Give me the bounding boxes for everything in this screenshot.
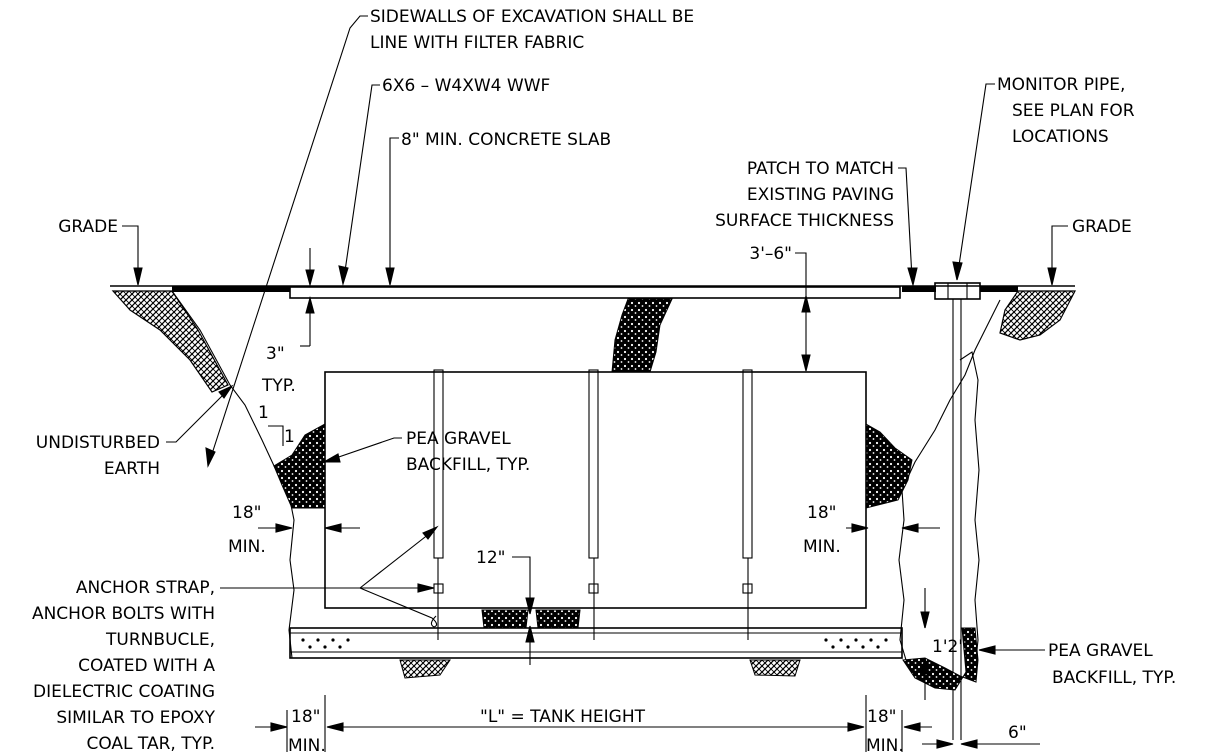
grade-line [110, 285, 1075, 292]
patch-label-1: PATCH TO MATCH [747, 159, 894, 179]
grade-left-label: GRADE [58, 217, 118, 237]
earth-hatch-bottom-right [749, 659, 801, 677]
bottom-left-dim: 18" [291, 707, 320, 727]
pea-gravel-label-2: BACKFILL, TYP. [406, 455, 530, 475]
wwf-label: 6X6 – W4XW4 WWF [382, 76, 550, 96]
twelve-inch-label: 12" [476, 548, 505, 568]
gravel-under-tank-2 [535, 609, 581, 629]
one-two-label: 1'2" [932, 637, 966, 657]
gravel-top [611, 298, 673, 373]
bottom-right-dim: 18" [867, 707, 896, 727]
earth-hatch-left [111, 290, 229, 393]
patch-label-3: SURFACE THICKNESS [715, 211, 894, 231]
gravel-left [273, 423, 326, 509]
bottom-right-min: MIN. [866, 736, 904, 756]
left-clearance-min: MIN. [228, 537, 266, 557]
left-clearance-dim: 18" [232, 503, 261, 523]
right-clearance-dim: 18" [807, 503, 836, 523]
anchor-slab [289, 627, 903, 659]
anchor-straps [433, 369, 753, 640]
monitor-label-3: LOCATIONS [1012, 127, 1109, 147]
slope-rise-label: 1 [284, 427, 295, 447]
anchor-label-4: COATED WITH A [78, 656, 215, 676]
six-inch-label: 6" [1008, 723, 1027, 743]
tank-height-label: "L" = TANK HEIGHT [480, 707, 646, 727]
anchor-label-6: SIMILAR TO EPOXY [56, 708, 215, 728]
slope-run-label: 1 [258, 403, 269, 423]
anchor-label-2: ANCHOR BOLTS WITH [32, 604, 215, 624]
sidewalls-label-1: SIDEWALLS OF EXCAVATION SHALL BE [370, 7, 694, 27]
labels: SIDEWALLS OF EXCAVATION SHALL BE LINE WI… [32, 7, 1176, 756]
earth-hatch-right [999, 290, 1076, 341]
monitor-pipe [934, 282, 981, 740]
bottom-left-min: MIN. [288, 736, 326, 756]
pea-gravel-right-1: PEA GRAVEL [1048, 641, 1153, 661]
anchor-label-7: COAL TAR, TYP. [86, 734, 215, 754]
patch-label-2: EXISTING PAVING [747, 185, 894, 205]
grade-right-label: GRADE [1072, 217, 1132, 237]
gravel-under-tank-1 [481, 609, 529, 629]
gravel-right [865, 423, 913, 509]
anchor-label-1: ANCHOR STRAP, [76, 578, 215, 598]
depth-label: 3'–6" [749, 244, 792, 264]
typ-label: TYP. [261, 376, 296, 396]
anchor-label-3: TURNBUCLE, [105, 630, 215, 650]
slab-label: 8" MIN. CONCRETE SLAB [401, 130, 611, 150]
right-clearance-min: MIN. [803, 537, 841, 557]
sidewalls-label-2: LINE WITH FILTER FABRIC [370, 33, 584, 53]
pea-gravel-right-2: BACKFILL, TYP. [1052, 668, 1176, 688]
monitor-label-1: MONITOR PIPE, [997, 75, 1125, 95]
undisturbed-label-1: UNDISTURBED [36, 433, 160, 453]
monitor-label-2: SEE PLAN FOR [1012, 101, 1135, 121]
earth-hatch-bottom-left [399, 659, 451, 679]
undisturbed-label-2: EARTH [104, 459, 160, 479]
anchor-label-5: DIELECTRIC COATING [33, 682, 215, 702]
pea-gravel-label-1: PEA GRAVEL [406, 429, 511, 449]
three-inch-label: 3" [266, 344, 285, 364]
storage-tank [324, 371, 867, 609]
concrete-slab [289, 286, 901, 299]
leaders [122, 15, 1068, 752]
